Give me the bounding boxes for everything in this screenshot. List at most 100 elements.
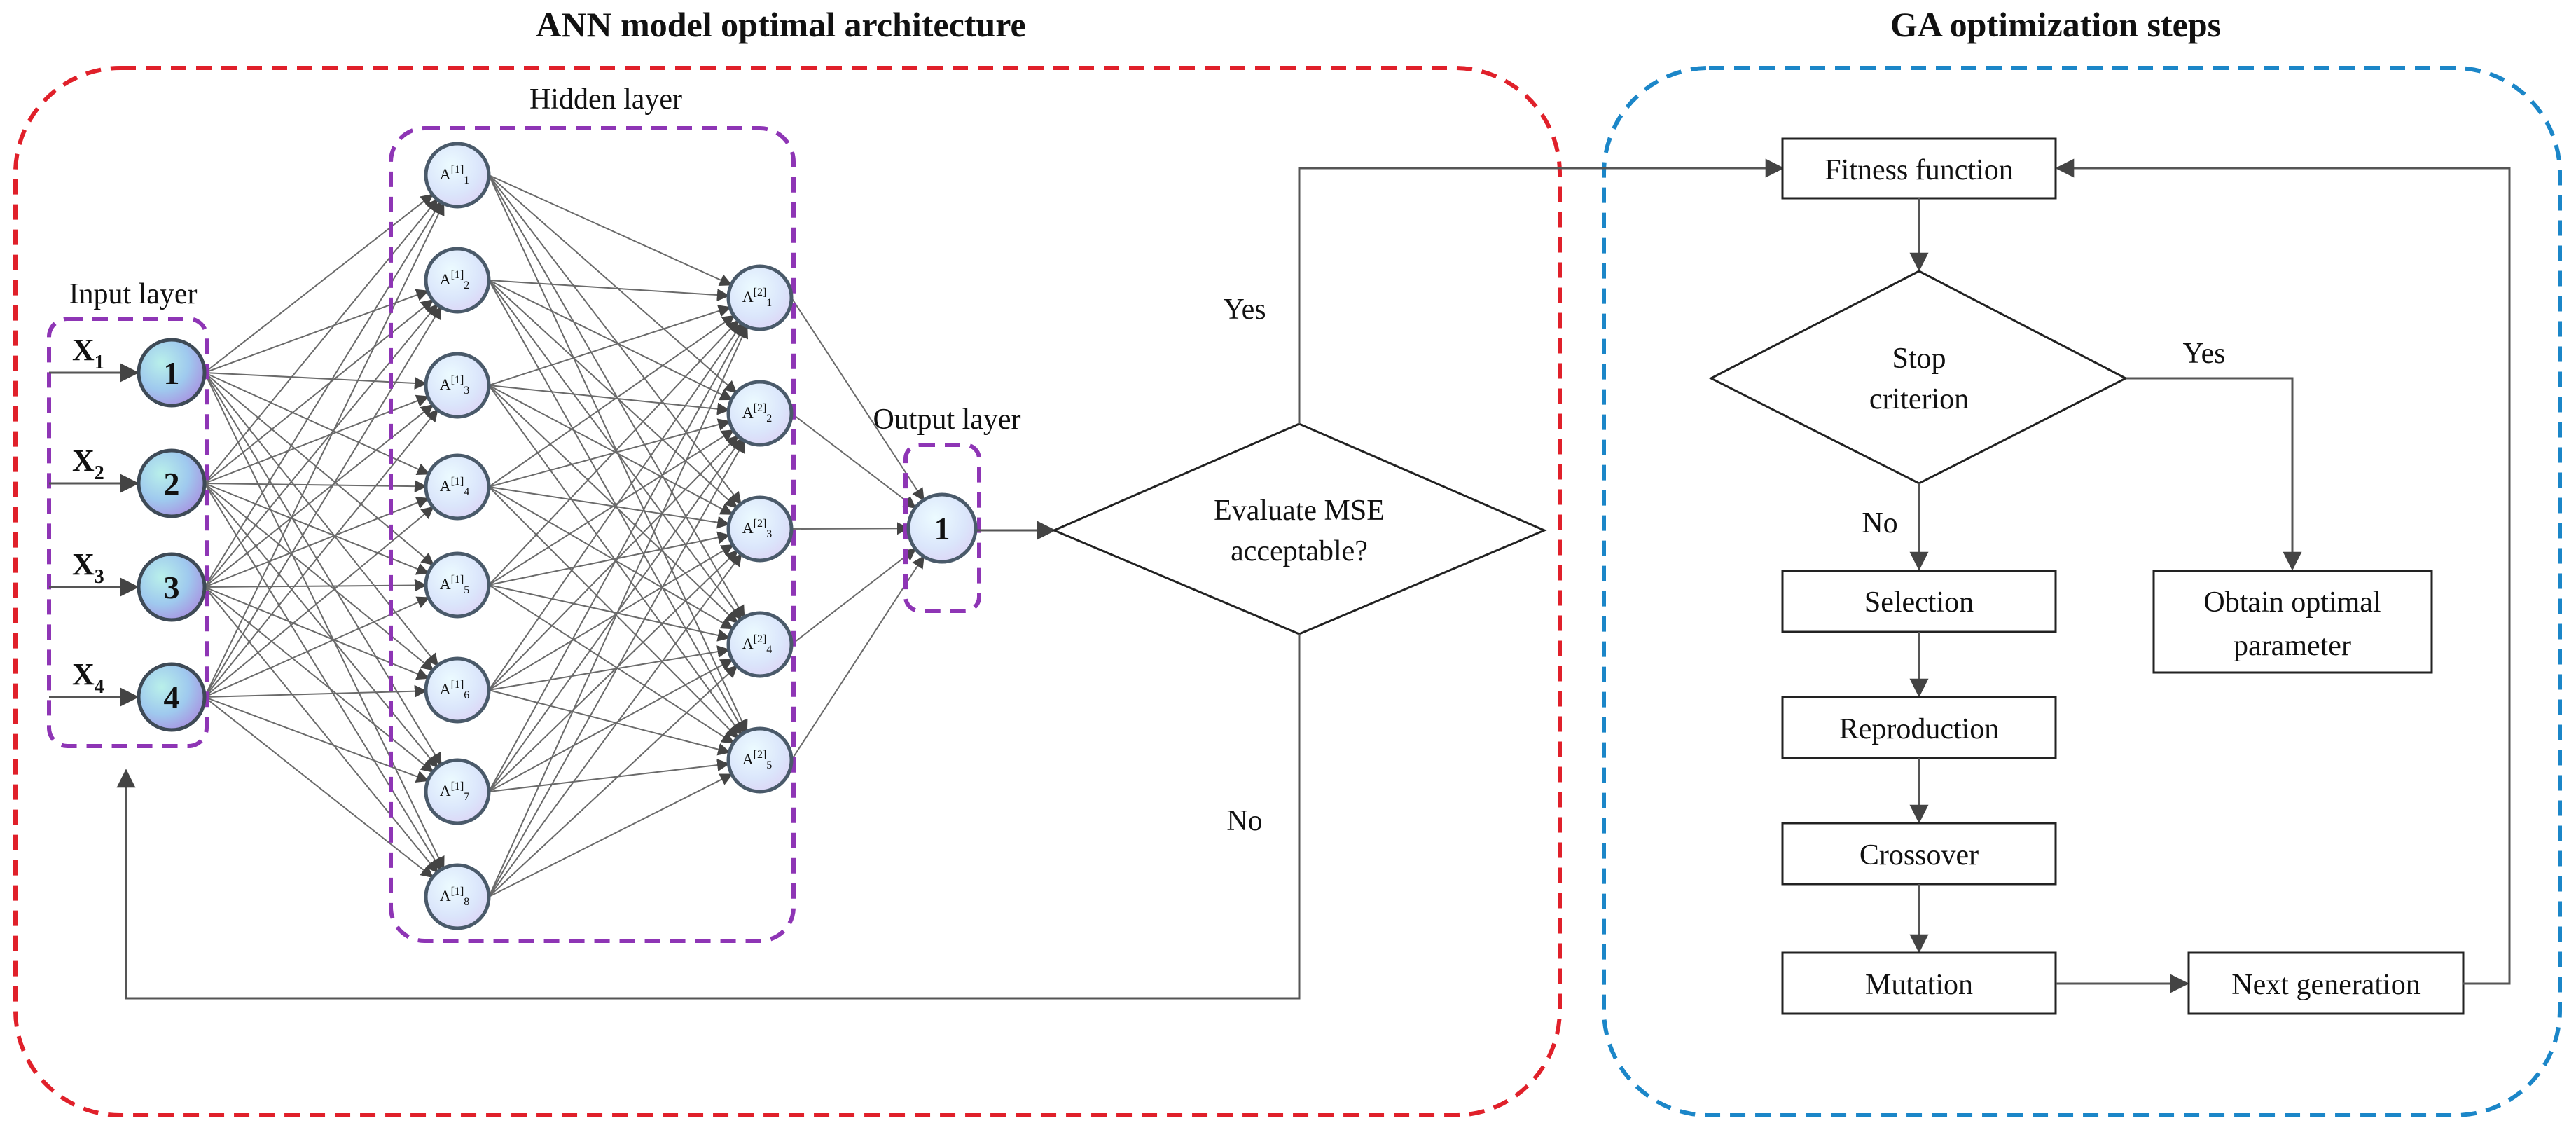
input-hidden1-connection — [204, 372, 445, 870]
hidden1-node-subscript: 4 — [464, 486, 469, 498]
hidden1-node-subscript: 8 — [464, 896, 469, 908]
hidden2-output-connection — [791, 548, 917, 645]
input-hidden1-connection — [204, 596, 430, 698]
selection-box — [1781, 570, 2057, 633]
hidden1-node-subscript: 7 — [464, 791, 469, 803]
input-node: 1 — [137, 338, 207, 408]
input-hidden1-connection — [204, 372, 434, 566]
crossover-box — [1781, 822, 2057, 886]
hidden1-node-circle — [424, 142, 491, 209]
hidden2-node-superscript: [2] — [754, 287, 767, 298]
hidden1-hidden2-connection — [488, 324, 746, 792]
input-variable-label: X3 — [72, 547, 104, 588]
hidden2-node-superscript: [2] — [754, 518, 767, 530]
hidden1-node-circle — [424, 863, 491, 930]
hidden1-node: A[1]5 — [424, 551, 491, 619]
hidden1-hidden2-connection — [488, 584, 730, 642]
output-layer-box — [903, 443, 981, 613]
input-hidden1-connection — [204, 198, 438, 484]
hidden-layer-label: Hidden layer — [529, 83, 682, 116]
hidden1-hidden2-connection — [488, 659, 734, 792]
input-variable-subscript: 1 — [95, 352, 104, 373]
hidden1-hidden2-connection — [488, 439, 745, 897]
hidden1-hidden2-connection — [488, 584, 735, 744]
hidden1-hidden2-connection — [488, 438, 742, 792]
hidden1-node: A[1]1 — [424, 142, 491, 209]
hidden2-node-circle — [726, 611, 794, 678]
input-variable-label: X4 — [72, 657, 104, 698]
input-node-label: 1 — [164, 355, 180, 391]
hidden1-hidden2-connection — [488, 174, 733, 286]
hidden1-hidden2-connection — [488, 385, 738, 624]
obtain-optimal-line1: Obtain optimal — [2203, 586, 2381, 619]
hidden2-node-subscript: 2 — [766, 413, 772, 425]
input-node: 4 — [137, 662, 207, 732]
ann-no-label: No — [1226, 805, 1262, 837]
hidden1-node-superscript: [1] — [451, 374, 464, 386]
input-variable-subscript: 2 — [95, 462, 104, 484]
hidden1-hidden2-connection — [488, 429, 735, 586]
hidden1-node-subscript: 6 — [464, 689, 469, 701]
hidden1-hidden2-connection — [488, 773, 733, 897]
hidden2-node-superscript: [2] — [754, 749, 767, 761]
hidden1-node-superscript: [1] — [451, 574, 464, 586]
hidden1-node-subscript: 3 — [464, 385, 469, 397]
input-node-label: 3 — [164, 570, 180, 605]
input-node-circle — [137, 338, 207, 408]
input-hidden1-connection — [204, 506, 434, 698]
hidden1-node-circle — [424, 551, 491, 619]
next-to-fitness-loop-arrow — [2055, 158, 2511, 985]
hidden-layer-box — [389, 126, 796, 943]
hidden1-node: A[1]3 — [424, 352, 491, 419]
hidden1-node-superscript: [1] — [451, 780, 464, 792]
hidden1-hidden2-connection — [488, 319, 740, 586]
hidden1-hidden2-connection — [488, 486, 730, 529]
selection-label: Selection — [1864, 586, 1974, 619]
hidden2-output-connection — [791, 413, 917, 509]
hidden1-node-superscript: [1] — [451, 886, 464, 897]
hidden1-hidden2-connection — [488, 322, 743, 691]
hidden1-node-superscript: [1] — [451, 164, 464, 176]
hidden1-hidden2-connection — [488, 434, 739, 691]
input-hidden1-connection — [204, 372, 439, 667]
hidden1-hidden2-connection — [488, 280, 730, 302]
ga-no-label: No — [1862, 507, 1897, 539]
input-hidden1-connection — [204, 483, 442, 871]
hidden1-node-subscript: 2 — [464, 280, 469, 291]
hidden1-hidden2-connection — [488, 665, 738, 897]
hidden1-node-circle — [424, 758, 491, 825]
ga-section-border — [1602, 66, 2562, 1117]
hidden1-hidden2-connection — [488, 385, 733, 515]
input-hidden1-connection — [204, 299, 434, 484]
hidden2-node-label: A[2]3 — [742, 518, 773, 540]
hidden2-node-subscript: 1 — [766, 297, 772, 309]
fitness-function-label: Fitness function — [1824, 154, 2014, 186]
input-variable-label: X1 — [72, 333, 104, 373]
input-variable-subscript: 4 — [95, 676, 104, 698]
yes-to-fitness-arrow — [1298, 158, 1785, 424]
input-hidden1-connection — [204, 305, 442, 698]
reproduction-box — [1781, 696, 2057, 759]
input-hidden1-connection — [204, 200, 442, 588]
stop-criterion-diamond — [1708, 270, 2128, 485]
input-node: 2 — [137, 448, 207, 518]
stop-yes-arrow — [2126, 377, 2302, 571]
hidden1-node: A[1]6 — [424, 656, 491, 724]
input-hidden1-connection — [204, 696, 429, 783]
ann-yes-label: Yes — [1223, 294, 1266, 326]
input-node-label: 2 — [164, 466, 180, 502]
hidden1-hidden2-connection — [488, 315, 735, 488]
hidden1-hidden2-connection — [488, 553, 742, 897]
hidden1-node-superscript: [1] — [451, 679, 464, 691]
input-hidden1-connection — [204, 372, 442, 766]
hidden1-node-label: A[1]8 — [440, 886, 470, 908]
input-layer-label: Input layer — [69, 278, 197, 310]
input-hidden1-connection — [204, 404, 434, 588]
output-node-label: 1 — [934, 511, 950, 546]
input-hidden1-connection — [204, 586, 434, 773]
hidden2-node-circle — [726, 380, 794, 447]
hidden1-node-subscript: 1 — [464, 174, 469, 186]
input-node-circle — [137, 448, 207, 518]
